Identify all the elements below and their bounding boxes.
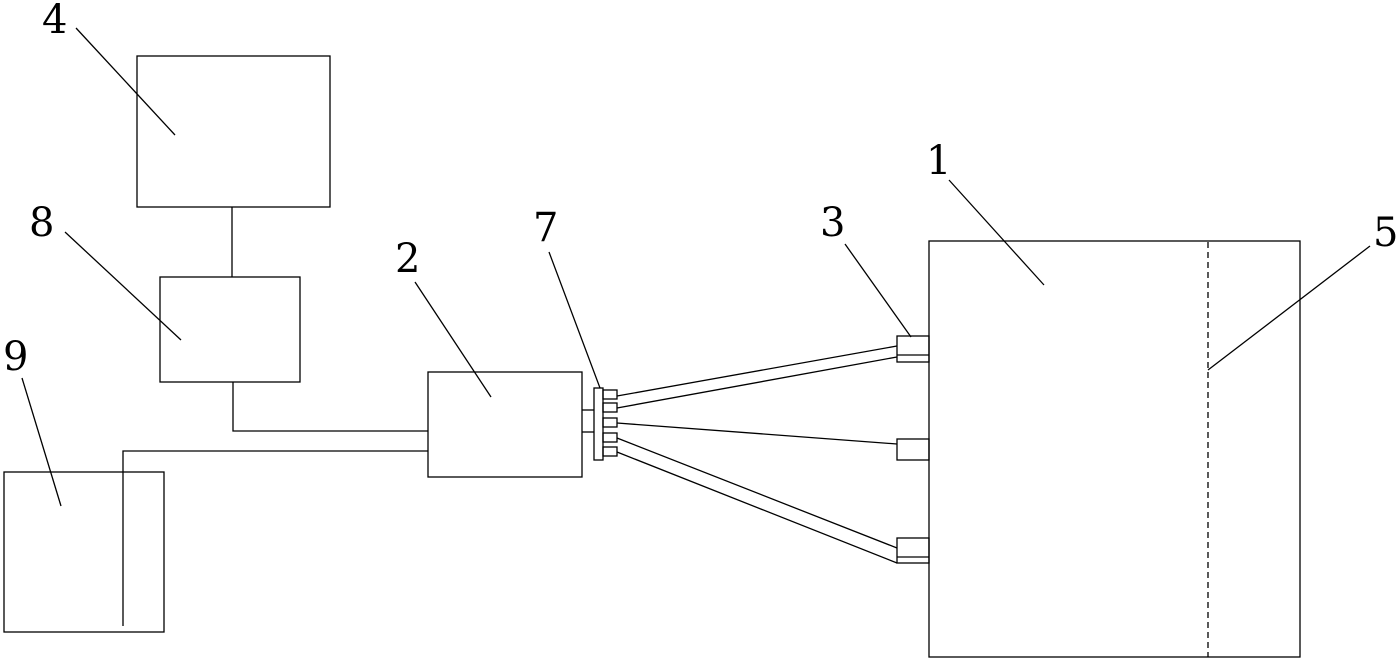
leader-3 [844, 243, 912, 338]
leader-4 [75, 27, 176, 136]
component-9-box [3, 471, 165, 633]
component-8-box [159, 276, 301, 383]
component-2-box [427, 371, 583, 478]
component-1-box [928, 240, 1301, 658]
leader-9 [21, 377, 62, 507]
wire-top-upper [616, 345, 898, 397]
label-8: 8 [29, 200, 54, 246]
connector-7-port-3 [602, 417, 618, 428]
label-7: 7 [533, 205, 558, 251]
wire-bottom-lower [616, 451, 898, 564]
component-7-connector [582, 387, 618, 461]
link-9-to-2 [122, 450, 428, 626]
wire-top-lower [616, 356, 898, 409]
connector-7-plate [593, 387, 604, 461]
connector-7-port-5 [602, 446, 618, 457]
leader-1 [948, 179, 1045, 286]
component-3-top [896, 335, 930, 363]
label-2: 2 [395, 236, 420, 282]
leader-2 [414, 281, 492, 398]
connector-7-port-2 [602, 402, 618, 413]
wire-middle [616, 422, 898, 445]
leader-5 [1207, 245, 1371, 371]
component-3-middle [896, 438, 930, 461]
component-4-box [136, 55, 331, 208]
label-9: 9 [3, 334, 28, 380]
connector-7-port-1 [602, 389, 618, 400]
leader-7 [548, 251, 601, 389]
component-3-bottom [896, 537, 930, 564]
component-3-group [896, 335, 930, 564]
link-8-to-2 [232, 382, 428, 432]
wire-bottom-upper [616, 437, 898, 549]
label-5: 5 [1373, 210, 1398, 256]
leader-8 [64, 231, 182, 341]
connector-7-port-4 [602, 432, 618, 443]
label-1: 1 [926, 138, 951, 184]
label-3: 3 [820, 200, 845, 246]
connector-wires [616, 345, 898, 564]
label-4: 4 [42, 0, 67, 43]
